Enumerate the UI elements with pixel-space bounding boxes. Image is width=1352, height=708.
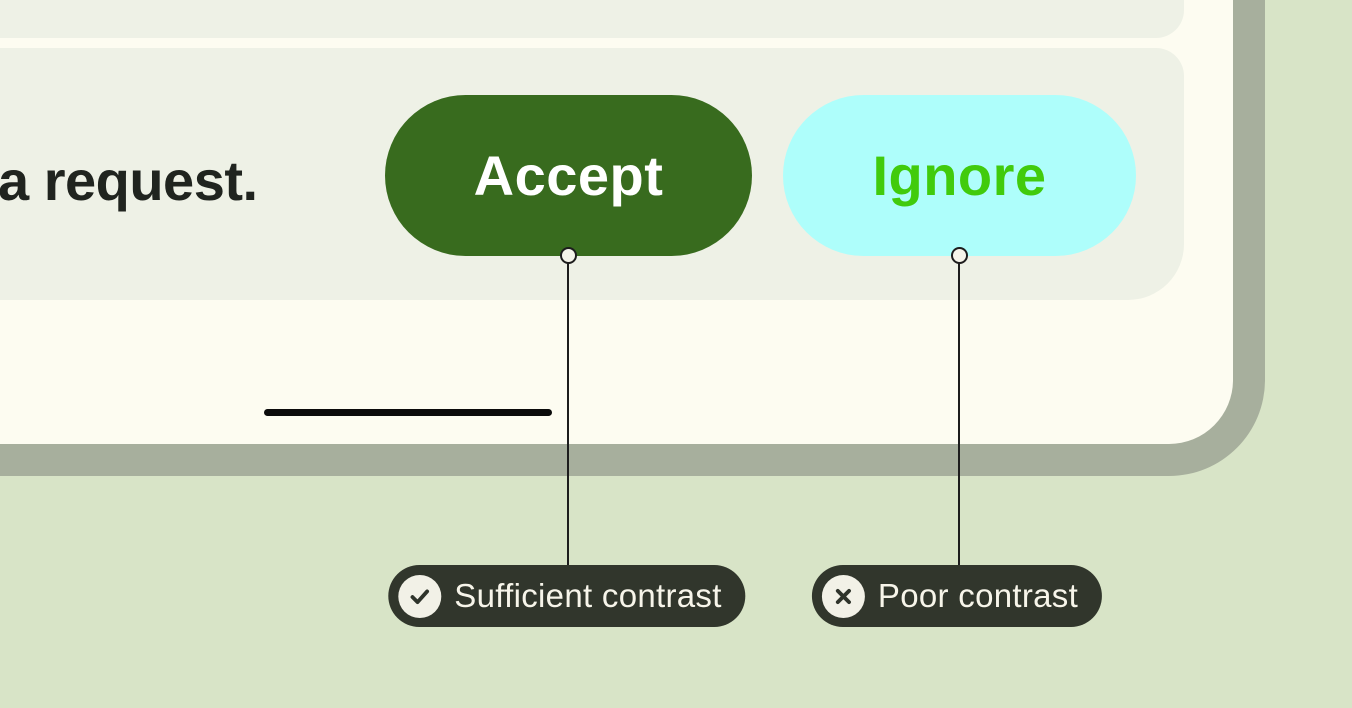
home-indicator — [264, 409, 552, 416]
callout-sufficient-contrast: Sufficient contrast — [388, 565, 746, 627]
check-circle-icon — [398, 574, 442, 618]
connector-dot-accept — [560, 247, 577, 264]
callout-label: Sufficient contrast — [454, 577, 722, 614]
callout-label: Poor contrast — [877, 577, 1079, 614]
message-card-top — [0, 0, 1184, 38]
message-text-fragment: a request. — [0, 149, 258, 212]
callout-poor-contrast: Poor contrast — [811, 565, 1103, 627]
connector-line-accept — [567, 255, 569, 565]
connector-dot-ignore — [951, 247, 968, 264]
connector-line-ignore — [958, 255, 960, 565]
x-circle-icon — [821, 574, 865, 618]
ignore-button[interactable]: Ignore — [783, 95, 1136, 256]
accept-button[interactable]: Accept — [385, 95, 752, 256]
